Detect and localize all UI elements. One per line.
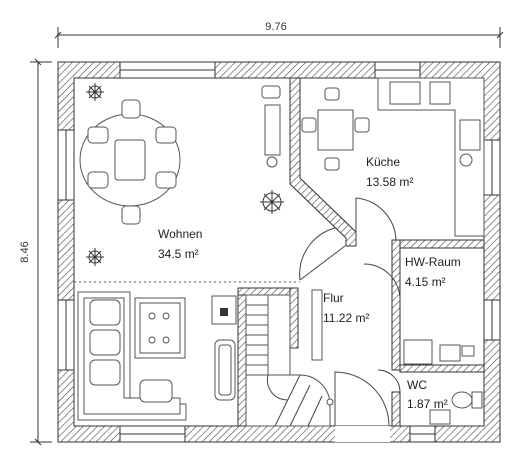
- hw-door: [363, 263, 401, 301]
- room-area: 34.5 m²: [158, 247, 199, 261]
- room-name: Flur: [323, 291, 344, 305]
- toilet-icon: [451, 391, 483, 409]
- room-label-wohnen: Wohnen 34.5 m²: [158, 227, 202, 261]
- room-label-hwraum: HW-Raum 4.15 m²: [405, 255, 461, 289]
- room-name: Wohnen: [158, 227, 202, 241]
- sink-icon: [429, 409, 451, 425]
- living-door: [299, 227, 336, 281]
- entry-door: [334, 371, 390, 442]
- stove-icon: [211, 295, 237, 325]
- dimension-height-label: 8.46: [19, 241, 31, 262]
- room-area: 11.22 m²: [323, 311, 369, 325]
- sofa: [77, 291, 187, 421]
- staircase: [245, 294, 334, 427]
- room-label-flur: Flur 11.22 m²: [323, 291, 369, 325]
- armchair: [214, 339, 236, 401]
- coffee-table: [134, 297, 186, 359]
- wardrobe: [311, 289, 323, 361]
- room-name: WC: [407, 378, 427, 392]
- room-area: 1.87 m²: [407, 397, 448, 411]
- room-area: 4.15 m²: [405, 275, 446, 289]
- dimension-left: 8.46: [19, 58, 52, 446]
- dimension-width-label: 9.76: [265, 21, 286, 33]
- kitchen-table: [301, 87, 370, 171]
- sideboard: [261, 85, 281, 168]
- dimension-top: 9.76: [54, 21, 504, 48]
- hw-appliances: [403, 339, 475, 365]
- room-name: HW-Raum: [405, 255, 461, 269]
- room-label-kueche: Küche 13.58 m²: [366, 155, 413, 189]
- room-area: 13.58 m²: [366, 175, 413, 189]
- dining-table: [79, 99, 181, 225]
- room-name: Küche: [366, 155, 400, 169]
- room-label-wc: WC 1.87 m²: [407, 378, 448, 411]
- wc-door: [377, 369, 401, 393]
- plant-icon: [86, 83, 284, 266]
- kitchen-door: [355, 197, 397, 241]
- kitchen-counter: [377, 77, 485, 237]
- windows: [57, 61, 501, 443]
